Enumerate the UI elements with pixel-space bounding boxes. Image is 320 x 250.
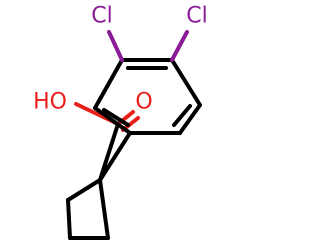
bond-aryl-inner-2 bbox=[172, 104, 192, 127]
bond-ring-top bbox=[66, 178, 102, 202]
bond-quaternary-to-ipso bbox=[98, 131, 132, 182]
bond-ring-left bbox=[66, 198, 72, 240]
bond-aryl-5 bbox=[178, 103, 202, 135]
bond-to-cl-left bbox=[107, 30, 124, 62]
atom-label-cl-left: Cl bbox=[91, 4, 112, 29]
molecule-structure-diagram: Cl Cl HO O bbox=[33, 4, 208, 240]
atom-label-cl-right: Cl bbox=[186, 4, 207, 29]
bond-to-cl-right bbox=[170, 30, 189, 62]
atom-label-hydroxyl: HO bbox=[33, 90, 67, 115]
bond-aryl-inner-3 bbox=[102, 108, 130, 127]
bond-quaternary-to-carbonyl bbox=[98, 122, 120, 182]
atom-label-carbonyl-oxygen: O bbox=[135, 90, 152, 115]
dichlorophenyl-ring bbox=[93, 30, 202, 182]
bond-ring-right bbox=[98, 178, 110, 240]
cyclobutane-ring bbox=[66, 178, 110, 240]
bond-aryl-4 bbox=[170, 58, 202, 107]
bond-aryl-1 bbox=[93, 106, 132, 135]
bond-aryl-2 bbox=[93, 58, 124, 110]
